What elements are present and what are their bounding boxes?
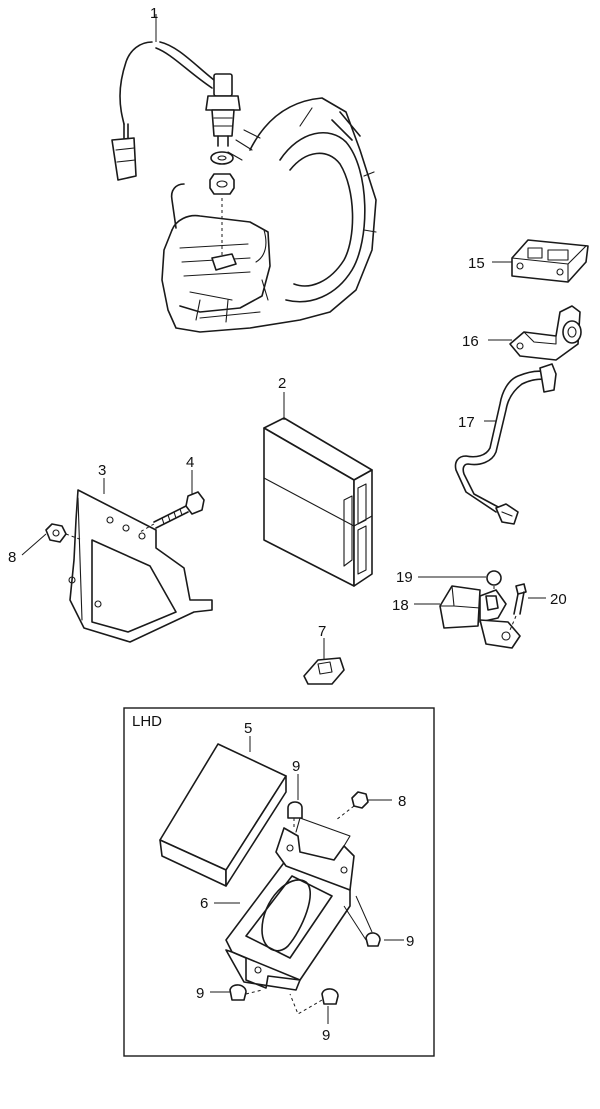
- part-5-lhd-control-unit: [159, 743, 287, 887]
- part-1-oxygen-sensor: [111, 41, 241, 181]
- part-15-relay: [511, 239, 589, 283]
- part-16-sensor-bracket: [509, 305, 582, 361]
- callout-19: 19: [396, 569, 413, 586]
- callout-4: 4: [186, 454, 194, 471]
- lhd-inset-frame: [123, 707, 435, 1057]
- callout-16: 16: [462, 333, 479, 350]
- transmission-housing: [161, 97, 377, 333]
- part-2-control-unit: [263, 417, 373, 587]
- part-17-hose: [454, 363, 557, 525]
- washer-nut: [209, 151, 235, 262]
- callout-17: 17: [458, 414, 475, 431]
- callout-8-left: 8: [8, 549, 16, 566]
- part-18-solenoid: [439, 585, 521, 649]
- callout-9-right: 9: [406, 933, 414, 950]
- callout-9-top: 9: [292, 758, 300, 775]
- callout-8-lhd: 8: [398, 793, 406, 810]
- part-7-clip: [303, 657, 345, 685]
- callout-2: 2: [278, 375, 286, 392]
- callout-1: 1: [150, 5, 158, 22]
- callout-6: 6: [200, 895, 208, 912]
- callout-5: 5: [244, 720, 252, 737]
- part-4-bolt: [139, 491, 205, 533]
- callout-20: 20: [550, 591, 567, 608]
- part-8-nut-left: [45, 523, 83, 543]
- callout-15: 15: [468, 255, 485, 272]
- part-6-lhd-bracket: [225, 817, 355, 991]
- callout-3: 3: [98, 462, 106, 479]
- inset-label-lhd: LHD: [132, 713, 162, 730]
- callout-7: 7: [318, 623, 326, 640]
- callout-labels: 1 2 3 4 5 6 7 8 8 9 9 9 9 15 16 17 18 19…: [8, 5, 567, 1044]
- callout-9-bottom: 9: [322, 1027, 330, 1044]
- callout-18: 18: [392, 597, 409, 614]
- part-19-cap: [486, 570, 502, 592]
- lhd-fasteners: [229, 791, 381, 1015]
- callout-9-left: 9: [196, 985, 204, 1002]
- part-20-screw: [509, 583, 527, 631]
- part-3-bracket: [68, 489, 213, 643]
- leader-lines: [21, 14, 546, 1024]
